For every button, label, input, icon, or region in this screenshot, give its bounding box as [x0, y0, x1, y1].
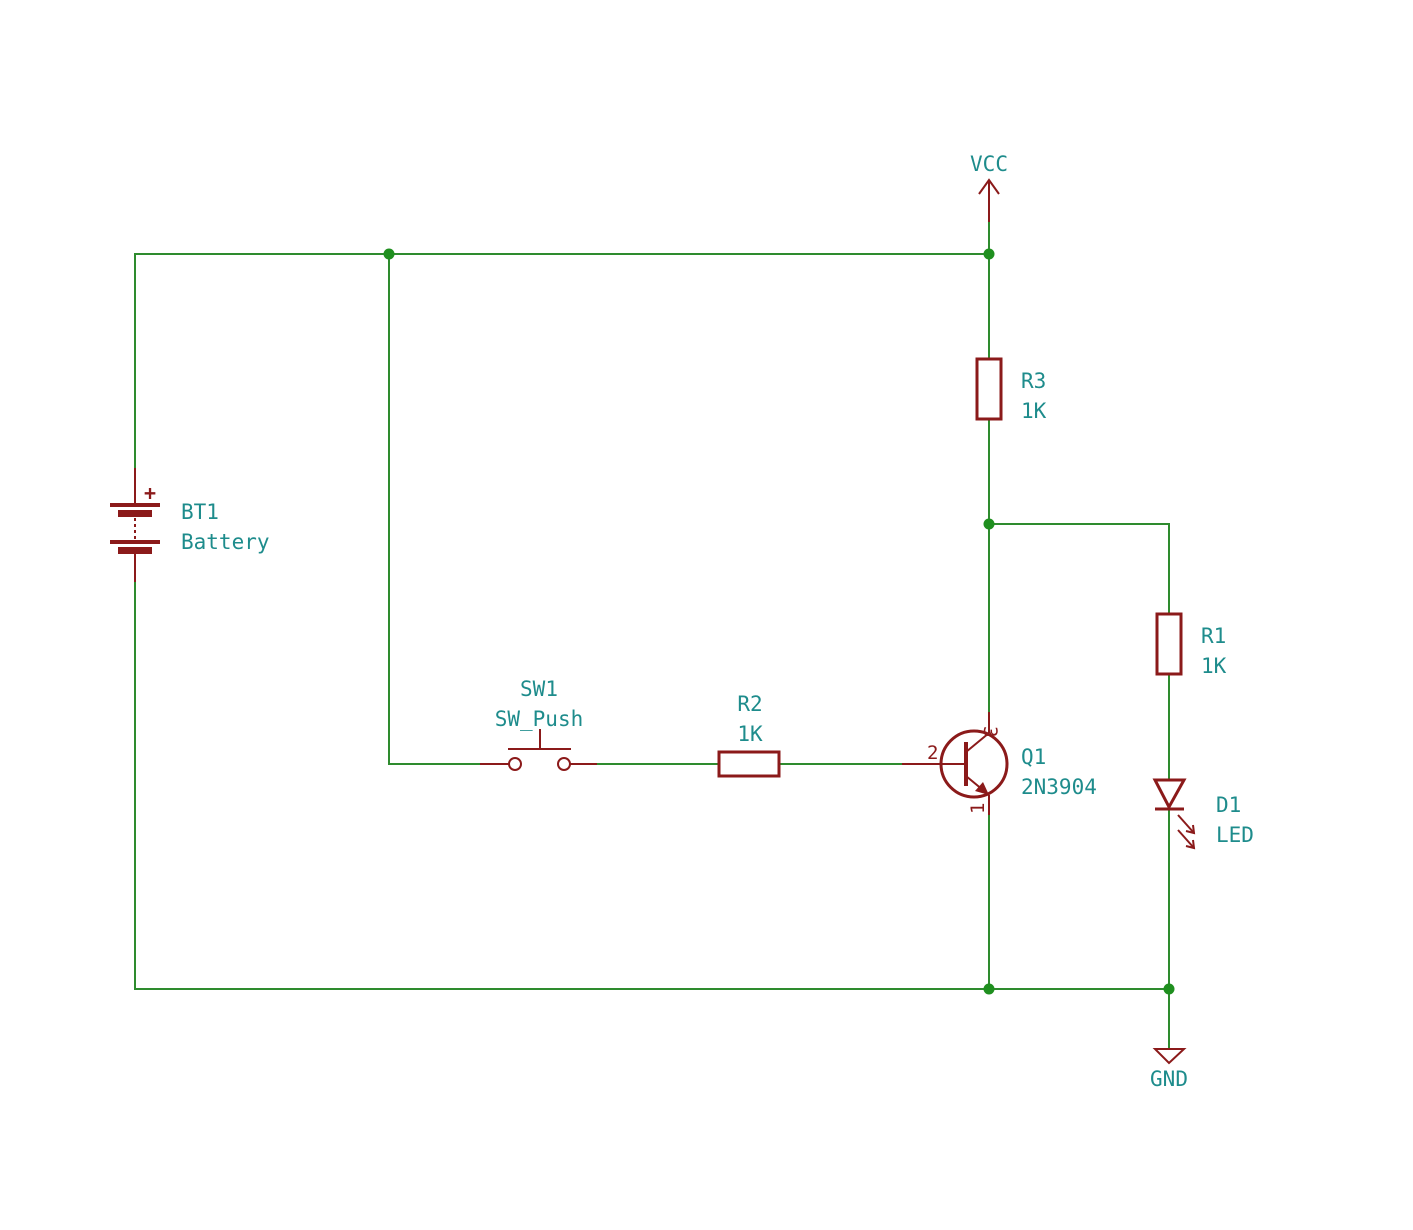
q1-emitter-arrow [975, 782, 989, 795]
d1-ref: D1 [1216, 793, 1241, 817]
r2-ref: R2 [737, 692, 762, 716]
battery-plus-sign: + [144, 481, 156, 505]
r2-value: 1K [737, 722, 763, 746]
battery-plate-short [118, 510, 152, 517]
battery-plate-long [110, 503, 160, 507]
vcc-symbol: VCC [970, 152, 1008, 222]
wire-top-rail [134, 253, 990, 469]
d1-light-arrow [1177, 829, 1195, 849]
q1-value: 2N3904 [1021, 775, 1097, 799]
r1-body [1155, 612, 1183, 676]
junction-dot [983, 983, 995, 995]
gnd-symbol: GND [1150, 1048, 1188, 1091]
resistor-r1: R1 1K [1155, 612, 1227, 678]
bt1-value: Battery [181, 530, 270, 554]
r2-body [717, 750, 781, 778]
d1-triangle [1152, 778, 1187, 811]
d1-light-arrow [1177, 814, 1195, 834]
vcc-arrow-head [978, 178, 1000, 195]
junction-dot [1163, 983, 1175, 995]
bt1-ref: BT1 [181, 500, 219, 524]
switch-sw1: SW1 SW_Push [480, 677, 597, 771]
q1-body-circle [939, 729, 1009, 799]
resistor-r3: R3 1K [975, 357, 1047, 423]
resistor-r2: R2 1K [717, 692, 781, 778]
r3-body [975, 357, 1003, 421]
wires [134, 194, 1170, 1049]
r1-ref: R1 [1201, 624, 1226, 648]
gnd-triangle [1152, 1048, 1187, 1065]
sw1-contact-left [508, 757, 522, 771]
junction-dot [983, 518, 995, 530]
r1-value: 1K [1201, 654, 1227, 678]
battery-plate-short [118, 547, 152, 554]
led-d1: D1 LED [1152, 778, 1254, 850]
junctions [383, 248, 1175, 995]
d1-light-arrowhead [1185, 824, 1196, 835]
transistor-q1: 2 3 1 Q1 2N3904 [902, 712, 1097, 815]
q1-ref: Q1 [1021, 745, 1046, 769]
battery-bt1: + BT1 Battery [110, 468, 270, 582]
junction-dot [983, 248, 995, 260]
q1-pin-collector: 3 [979, 726, 1001, 737]
d1-value: LED [1216, 823, 1254, 847]
q1-collector-lead [965, 732, 990, 753]
sw1-value: SW_Push [495, 707, 584, 731]
d1-light-arrowhead [1185, 839, 1196, 850]
sw1-contact-right [557, 757, 571, 771]
sw1-ref: SW1 [520, 677, 558, 701]
wire-node-r1 [988, 523, 1170, 615]
wire-rail-switch [388, 253, 481, 765]
q1-pin-emitter: 1 [967, 803, 989, 814]
gnd-label: GND [1150, 1067, 1188, 1091]
r3-ref: R3 [1021, 369, 1046, 393]
wire-bottom-rail [134, 581, 1170, 990]
r3-value: 1K [1021, 399, 1047, 423]
battery-plate-long [110, 540, 160, 544]
q1-pin-base: 2 [927, 742, 938, 764]
junction-dot [383, 248, 395, 260]
vcc-label: VCC [970, 152, 1008, 176]
